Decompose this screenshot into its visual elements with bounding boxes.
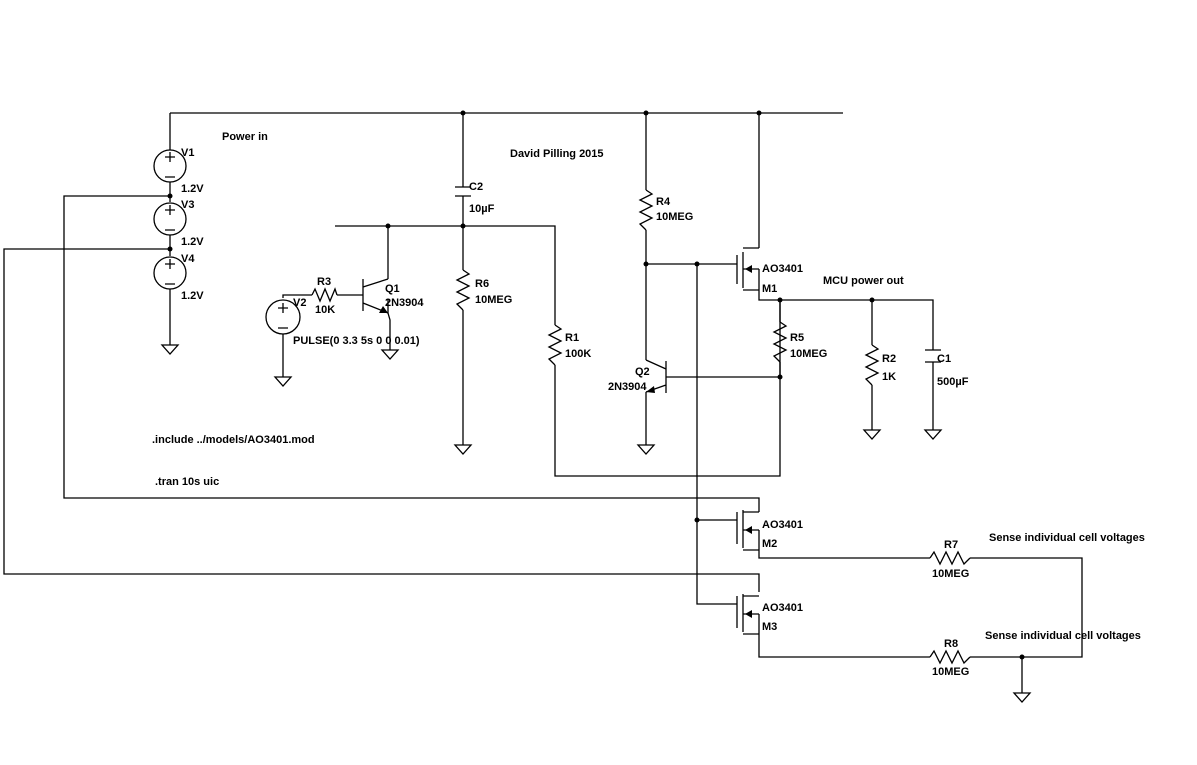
q2-name: Q2	[635, 366, 650, 378]
junction-dots	[167, 110, 1025, 660]
r5-value: 10MEG	[790, 348, 827, 360]
v2-value: PULSE(0 3.3 5s 0 0 0.01)	[293, 335, 420, 347]
npn-transistor-q2	[645, 359, 667, 393]
r4-value: 10MEG	[656, 211, 693, 223]
pmos-m1	[736, 247, 760, 291]
capacitor-c2	[455, 186, 471, 197]
r7-name: R7	[944, 539, 958, 551]
r6-value: 10MEG	[475, 294, 512, 306]
capacitor-c1	[925, 349, 941, 363]
voltage-source-v3	[153, 202, 187, 236]
wires	[3, 112, 1083, 693]
v4-value: 1.2V	[181, 290, 204, 302]
sense-label-1: Sense individual cell voltages	[989, 532, 1145, 544]
resistor-r6	[455, 269, 471, 311]
m2-value: AO3401	[762, 519, 803, 531]
resistor-r4	[638, 189, 654, 231]
resistor-r5	[772, 321, 788, 363]
tran-directive: .tran 10s uic	[155, 476, 219, 488]
m2-name: M2	[762, 538, 777, 550]
c1-value: 500µF	[937, 376, 969, 388]
r1-name: R1	[565, 332, 579, 344]
c1-name: C1	[937, 353, 951, 365]
m3-name: M3	[762, 621, 777, 633]
c2-name: C2	[469, 181, 483, 193]
r3-name: R3	[317, 276, 331, 288]
resistor-r8	[929, 649, 971, 665]
r8-value: 10MEG	[932, 666, 969, 678]
voltage-source-v2	[265, 299, 301, 335]
npn-transistor-q1	[362, 278, 389, 314]
include-directive: .include ../models/AO3401.mod	[152, 434, 315, 446]
resistor-r1	[547, 324, 563, 366]
resistor-r3	[311, 287, 338, 303]
q2-value: 2N3904	[608, 381, 647, 393]
v3-name: V3	[181, 199, 194, 211]
v1-name: V1	[181, 147, 194, 159]
r5-name: R5	[790, 332, 804, 344]
ground-symbols	[160, 344, 1032, 703]
r2-name: R2	[882, 353, 896, 365]
v3-value: 1.2V	[181, 236, 204, 248]
voltage-source-v4	[153, 256, 187, 290]
sense-label-2: Sense individual cell voltages	[985, 630, 1141, 642]
v2-name: V2	[293, 297, 306, 309]
r7-value: 10MEG	[932, 568, 969, 580]
pmos-m2	[736, 510, 760, 551]
power-in-label: Power in	[222, 131, 268, 143]
r4-name: R4	[656, 196, 671, 208]
c2-value: 10µF	[469, 203, 495, 215]
r1-value: 100K	[565, 348, 591, 360]
m1-value: AO3401	[762, 263, 803, 275]
m3-value: AO3401	[762, 602, 803, 614]
m1-name: M1	[762, 283, 777, 295]
q1-value: 2N3904	[385, 297, 424, 309]
resistor-r7	[929, 550, 971, 566]
r8-name: R8	[944, 638, 958, 650]
q1-name: Q1	[385, 283, 400, 295]
author-label: David Pilling 2015	[510, 148, 604, 160]
v4-name: V4	[181, 253, 195, 265]
mcu-power-out-label: MCU power out	[823, 275, 904, 287]
voltage-source-v1	[153, 149, 187, 183]
r3-value: 10K	[315, 304, 335, 316]
v1-value: 1.2V	[181, 183, 204, 195]
r2-value: 1K	[882, 371, 896, 383]
resistor-r2	[864, 344, 880, 386]
r6-name: R6	[475, 278, 489, 290]
pmos-m3	[736, 594, 760, 635]
